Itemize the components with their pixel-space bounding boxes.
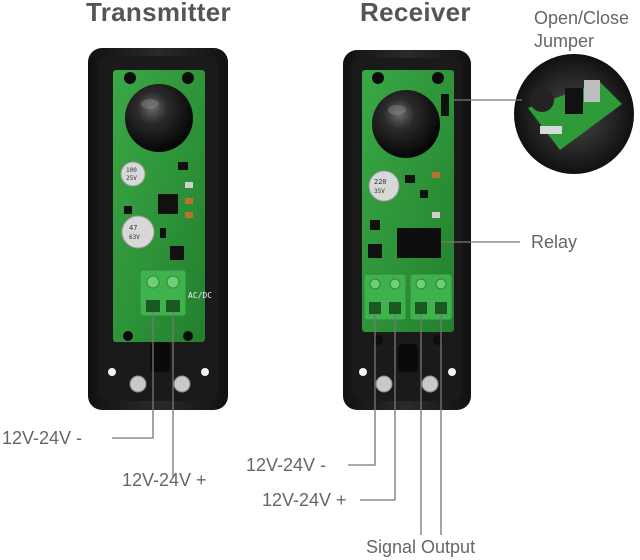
svg-text:25V: 25V [126,175,137,182]
tx-plus-label: 12V-24V + [122,470,207,490]
capacitor-small [120,161,146,187]
jumper-closeup-inset [514,54,634,174]
rx-plus-leader [360,314,396,501]
relay-label: Relay [531,232,578,252]
svg-text:63V: 63V [129,234,140,241]
transmitter-ic [158,194,178,214]
receiver-capacitor [368,170,400,202]
svg-text:100: 100 [126,167,137,174]
svg-text:47: 47 [129,224,137,232]
rx-minus-label: 12V-24V - [246,455,327,475]
receiver-title: Receiver [360,0,471,27]
signal-output-label: Signal Output [366,537,476,557]
tx-minus-label: 12V-24V - [2,428,83,448]
jumper-label-line1: Open/Close [534,8,630,28]
svg-text:35V: 35V [374,188,385,195]
capacitor-large [121,215,155,249]
rx-minus-leader [348,314,376,466]
transmitter-lens [125,84,193,152]
svg-text:AC/DC: AC/DC [188,291,212,300]
svg-text:220: 220 [374,178,387,186]
receiver-unit: 220 35V [343,50,471,410]
tx-minus-leader [112,312,154,439]
open-close-jumper [441,94,449,116]
leader-lines [112,99,522,535]
rx-plus-label: 12V-24V + [262,490,347,510]
transmitter-unit: 100 25V 47 63V AC/DC [88,48,228,410]
transmitter-title: Transmitter [86,0,231,27]
receiver-lens [372,90,440,158]
relay-component [397,228,441,258]
jumper-label-line2: Jumper [534,31,595,51]
